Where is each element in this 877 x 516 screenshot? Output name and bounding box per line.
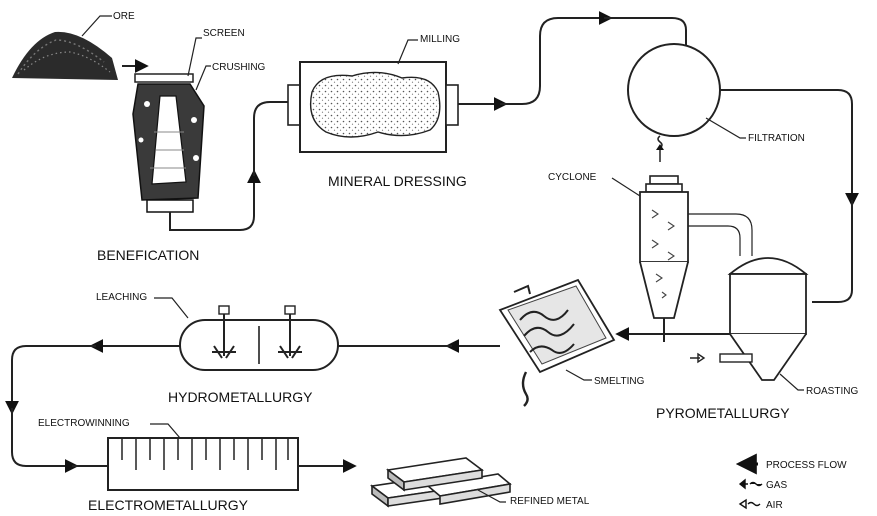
duct-roaster-cyclone-a bbox=[688, 214, 752, 256]
smelter-icon bbox=[500, 280, 614, 406]
flow-arrow-filter-to-roaster-b bbox=[812, 200, 852, 302]
roasting-leader-line bbox=[780, 374, 804, 390]
milling-leader-line bbox=[398, 40, 418, 64]
legend-process-flow-label: PROCESS FLOW bbox=[766, 460, 847, 471]
filter-drum-icon bbox=[628, 44, 720, 136]
crushing-label: CRUSHING bbox=[212, 62, 266, 73]
air-arrow-roaster bbox=[690, 354, 704, 362]
flow-arrow-leach-down bbox=[12, 346, 96, 412]
leaching-leader-line bbox=[154, 298, 188, 318]
mineral-dressing-label: MINERAL DRESSING bbox=[328, 173, 467, 189]
electrometallurgy-label: ELECTROMETALLURGY bbox=[88, 497, 249, 513]
flow-arrow-to-cell-a bbox=[12, 408, 76, 466]
screen-label: SCREEN bbox=[203, 28, 245, 39]
smelting-label: SMELTING bbox=[594, 376, 645, 387]
ore-label: ORE bbox=[113, 11, 135, 22]
benefication-label: BENEFICATION bbox=[97, 247, 199, 263]
flow-arrow-filter-to-roaster-a bbox=[720, 90, 852, 204]
ore-leader-line bbox=[82, 16, 112, 36]
electrowinning-cell-icon bbox=[108, 438, 298, 490]
filtration-label: FILTRATION bbox=[748, 133, 805, 144]
legend-air-icon bbox=[740, 500, 760, 508]
leaching-label: LEACHING bbox=[96, 292, 147, 303]
smelting-leader-line bbox=[566, 370, 592, 380]
duct-roaster-cyclone-b bbox=[688, 226, 740, 256]
milling-label: MILLING bbox=[420, 34, 460, 45]
gas-arrowhead-filter bbox=[656, 144, 664, 150]
electrowinning-label: ELECTROWINNING bbox=[38, 418, 130, 429]
flow-arrow-mill-to-filter bbox=[500, 18, 610, 104]
ore-pile-icon bbox=[12, 32, 118, 80]
filtration-leader-line bbox=[706, 118, 746, 138]
metal-ingots-icon bbox=[372, 458, 510, 506]
legend-gas-label: GAS bbox=[766, 480, 787, 491]
crusher-icon bbox=[133, 74, 204, 212]
pyrometallurgy-label: PYROMETALLURGY bbox=[656, 405, 790, 421]
cyclone-leader-line bbox=[612, 178, 640, 196]
hydrometallurgy-label: HYDROMETALLURGY bbox=[168, 389, 313, 405]
refined-metal-label: REFINED METAL bbox=[510, 496, 590, 507]
electrowinning-leader-line bbox=[150, 424, 180, 438]
legend-air-label: AIR bbox=[766, 500, 783, 511]
flow-arrow-to-filter-top bbox=[604, 18, 686, 45]
roaster-icon bbox=[720, 258, 806, 380]
flow-arrow-crusher-to-mill-b bbox=[254, 102, 288, 176]
roasting-label: ROASTING bbox=[806, 386, 858, 397]
cyclone-label: CYCLONE bbox=[548, 172, 597, 183]
crushing-leader-line bbox=[196, 66, 211, 90]
mill-drum-icon bbox=[288, 62, 458, 152]
screen-leader-line bbox=[188, 38, 202, 76]
cyclone-icon bbox=[640, 176, 688, 342]
leach-tank-icon bbox=[180, 306, 338, 370]
legend-gas-icon bbox=[740, 480, 762, 488]
legend: PROCESS FLOW GAS AIR bbox=[740, 460, 847, 511]
